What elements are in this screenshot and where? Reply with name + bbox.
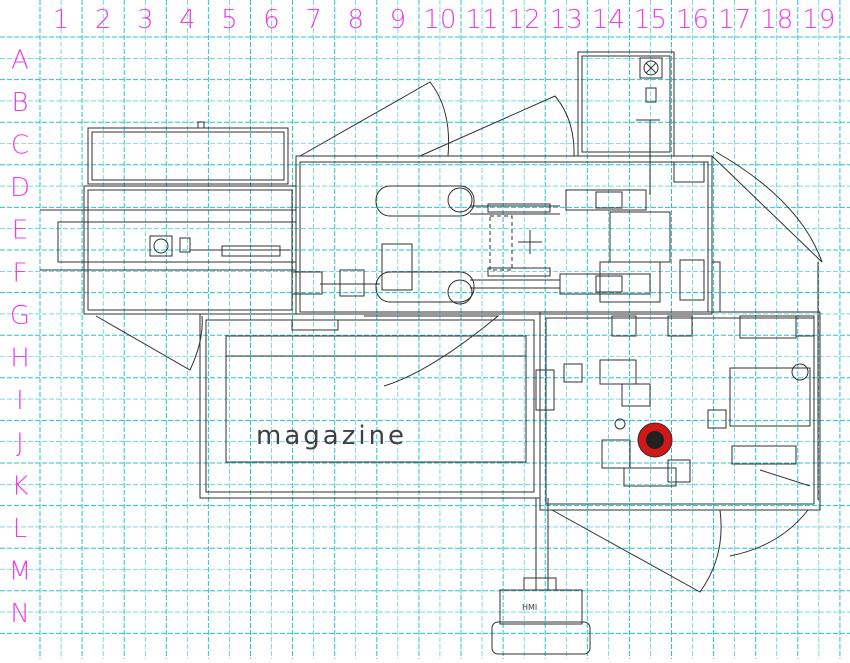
column-label-10: 10	[423, 5, 456, 35]
row-label-B: B	[11, 88, 28, 118]
column-label-15: 15	[634, 5, 667, 35]
door-swing-3	[711, 151, 823, 263]
column-label-7: 7	[305, 5, 322, 35]
machine-outline	[40, 51, 823, 655]
actuator-top	[565, 189, 647, 211]
top-left-panel	[87, 127, 289, 185]
magazine-box	[225, 335, 527, 463]
column-label-13: 13	[550, 5, 583, 35]
column-label-12: 12	[508, 5, 541, 35]
column-label-19: 19	[802, 5, 835, 35]
magazine-frame	[199, 313, 541, 499]
magazine-label: magazine	[256, 421, 407, 451]
door-swing-6	[95, 315, 203, 371]
hmi-base	[491, 621, 591, 655]
door-swing-2	[419, 95, 575, 157]
row-label-H: H	[10, 344, 30, 374]
emergency-stop-center	[646, 431, 664, 449]
row-label-K: K	[11, 471, 28, 501]
door-swing-4	[551, 509, 722, 593]
fan-top	[639, 57, 663, 79]
top-cabinet	[577, 51, 675, 157]
row-label-J: J	[16, 429, 24, 459]
motor-left	[291, 271, 323, 295]
row-label-D: D	[10, 173, 30, 203]
column-label-9: 9	[390, 5, 407, 35]
row-label-L: L	[13, 514, 28, 544]
column-label-4: 4	[179, 5, 196, 35]
column-label-11: 11	[466, 5, 499, 35]
gearbox-f14	[599, 261, 661, 303]
conveyor-belt	[57, 221, 297, 263]
column-label-16: 16	[676, 5, 709, 35]
actuator-bottom	[559, 273, 651, 295]
row-label-I: I	[16, 386, 24, 416]
column-label-5: 5	[221, 5, 238, 35]
column-label-3: 3	[137, 5, 154, 35]
door-swing-7	[364, 315, 500, 387]
column-label-6: 6	[263, 5, 280, 35]
row-label-M: M	[9, 557, 31, 587]
door-swing-1	[299, 81, 450, 157]
column-label-8: 8	[347, 5, 364, 35]
right-enclosure	[539, 311, 821, 511]
belt-lower	[375, 271, 475, 303]
row-label-N: N	[10, 599, 29, 629]
column-label-18: 18	[760, 5, 793, 35]
hmi-unit[interactable]	[499, 589, 583, 625]
row-label-A: A	[11, 45, 29, 75]
row-label-E: E	[12, 216, 28, 246]
row-label-G: G	[10, 301, 30, 331]
column-label-1: 1	[53, 5, 70, 35]
row-label-F: F	[13, 258, 28, 288]
column-label-17: 17	[718, 5, 751, 35]
hmi-label: HMI	[522, 603, 537, 612]
row-label-C: C	[11, 131, 29, 161]
column-label-14: 14	[592, 5, 625, 35]
motor-block	[729, 367, 811, 427]
column-label-2: 2	[95, 5, 112, 35]
door-swing-5	[720, 509, 810, 557]
belt-upper	[375, 185, 475, 217]
